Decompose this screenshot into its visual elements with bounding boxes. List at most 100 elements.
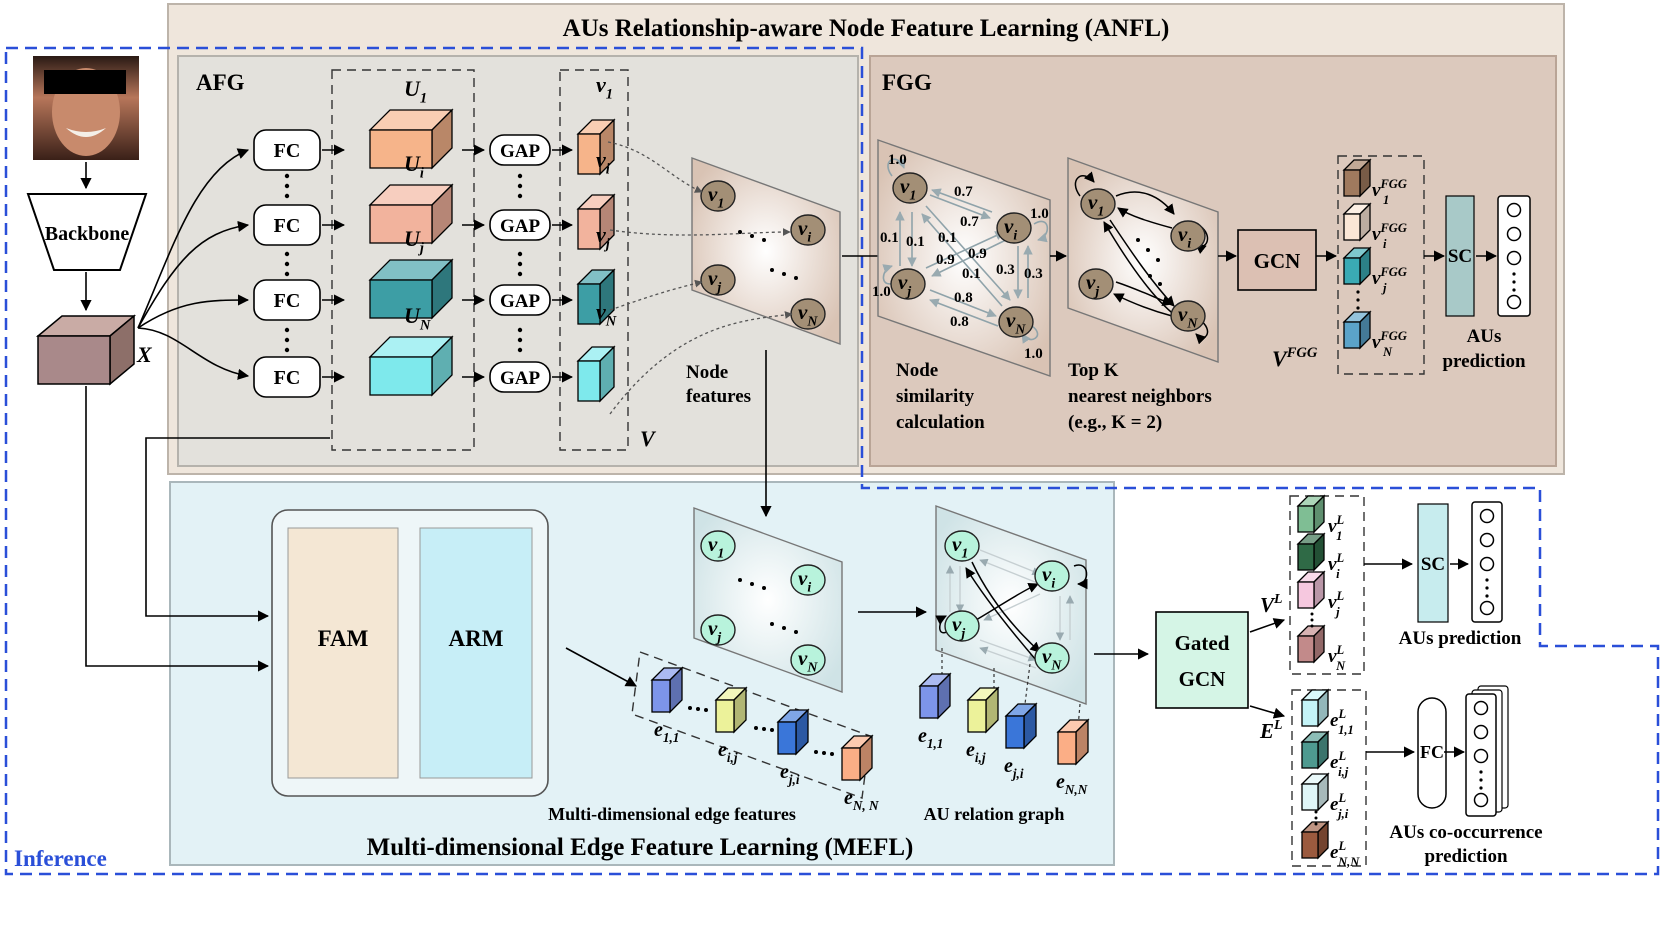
similarity-weight-13: 0.8 bbox=[954, 290, 973, 306]
gcn-label: GCN bbox=[1254, 249, 1301, 273]
arrow-gated-to-el bbox=[1249, 705, 1286, 719]
arm-label: ARM bbox=[449, 626, 504, 651]
sim-node-2-label: vj bbox=[898, 270, 911, 298]
graph-node-3: vN bbox=[1034, 642, 1070, 674]
graph-edge-cube-3 bbox=[1056, 718, 1090, 766]
graph-node-2: vj bbox=[944, 610, 980, 642]
cooccurrence-vector bbox=[1465, 685, 1509, 817]
similarity-nodes: v1 vi vj vN bbox=[890, 172, 1034, 338]
cooccurrence-circles bbox=[1473, 700, 1489, 808]
sim-node-1: vi bbox=[996, 212, 1032, 244]
au-graph-faint-edges bbox=[945, 549, 1075, 669]
gated-gcn-label-2: GCN bbox=[1179, 667, 1226, 691]
v-label-3: vN bbox=[596, 299, 617, 330]
edge-cube-3 bbox=[840, 734, 874, 782]
gcn-box bbox=[1237, 229, 1317, 291]
sim-node-3-label: vN bbox=[1006, 308, 1026, 336]
face-image bbox=[33, 56, 139, 160]
sim-node-0: v1 bbox=[892, 172, 928, 204]
prediction-circles-bottom bbox=[1479, 508, 1495, 616]
fc-small-box bbox=[1417, 697, 1447, 809]
similarity-weight-1: 0.7 bbox=[954, 184, 973, 200]
cooccurrence-caption-1: AUs co-occurrence bbox=[1389, 822, 1542, 843]
node-feature-3: vN bbox=[790, 298, 826, 330]
sc-box-top bbox=[1445, 195, 1475, 317]
edge-cube-1 bbox=[714, 686, 748, 734]
v-label-1: vi bbox=[596, 147, 610, 178]
el-group-box bbox=[1291, 689, 1367, 867]
topk-caption-3: (e.g., K = 2) bbox=[1068, 412, 1162, 433]
similarity-caption-1: Node bbox=[896, 360, 938, 381]
similarity-weight-10: 0.3 bbox=[996, 262, 1015, 278]
fc-label-2: FC bbox=[274, 290, 301, 312]
v-label-2: vj bbox=[596, 222, 611, 253]
node-feature-1: vi bbox=[790, 214, 826, 246]
fc-block-0: FC bbox=[253, 129, 321, 171]
similarity-weight-0: 1.0 bbox=[888, 152, 907, 168]
gap-block-1: GAP bbox=[489, 209, 551, 241]
el-cube-0 bbox=[1300, 688, 1330, 728]
graph-edge-label-3: eN,N bbox=[1056, 771, 1088, 797]
x-label: X bbox=[136, 342, 153, 367]
u-group-box bbox=[331, 69, 475, 451]
topk-dots bbox=[1136, 238, 1162, 286]
u-feature-2 bbox=[368, 258, 454, 320]
u-label-2: Uj bbox=[404, 226, 425, 257]
fc-label-3: FC bbox=[274, 367, 301, 389]
node-feature-0-label: v1 bbox=[708, 182, 724, 210]
anfl-title: AUs Relationship-aware Node Feature Lear… bbox=[563, 15, 1170, 42]
vfgg-cube-2 bbox=[1342, 246, 1372, 286]
topk-node-0-label: v1 bbox=[1088, 190, 1104, 218]
vfgg-cube-0 bbox=[1342, 158, 1372, 198]
v-group-box bbox=[559, 69, 629, 451]
graph-node-0-label: v1 bbox=[952, 532, 968, 560]
u-feature-3 bbox=[368, 335, 454, 397]
afg-ellipsis-dots bbox=[284, 173, 523, 353]
edge-cube-0 bbox=[650, 666, 684, 714]
node-features-dots bbox=[738, 230, 798, 280]
fam-label: FAM bbox=[318, 626, 369, 651]
x-to-fc-arrows bbox=[137, 148, 250, 380]
arm-block bbox=[419, 527, 533, 779]
node-features-caption-2: features bbox=[686, 386, 751, 407]
cooccurrence-dots bbox=[1479, 770, 1483, 790]
el-set-label: EL bbox=[1259, 717, 1282, 743]
gated-gcn-box bbox=[1155, 611, 1249, 709]
sim-node-1-label: vi bbox=[1004, 214, 1017, 242]
gated-gcn-label-1: Gated bbox=[1175, 631, 1230, 655]
backbone-block bbox=[26, 193, 148, 271]
vl-group-box bbox=[1289, 495, 1365, 675]
similarity-caption-2: similarity bbox=[896, 386, 975, 407]
node-feature-3-label: vN bbox=[798, 300, 818, 328]
mefl-node-1-label: vi bbox=[798, 566, 811, 594]
el-dots bbox=[1314, 810, 1318, 826]
multi-edge-caption: Multi-dimensional edge features bbox=[548, 804, 796, 824]
graph-node-2-label: vj bbox=[952, 612, 965, 640]
graph-edge-cube-1 bbox=[966, 686, 1000, 734]
similarity-weight-6: 0.1 bbox=[938, 230, 957, 246]
v-label-0: v1 bbox=[596, 72, 613, 103]
x-feature-cuboid bbox=[35, 314, 137, 386]
similarity-weight-7: 0.9 bbox=[936, 252, 955, 268]
topk-caption-1: Top K bbox=[1068, 360, 1119, 381]
sc-label-top: SC bbox=[1448, 246, 1472, 267]
vfgg-set-text: VFGG bbox=[1272, 345, 1318, 371]
topk-node-0: v1 bbox=[1080, 188, 1116, 220]
backbone-label: Backbone bbox=[45, 223, 130, 245]
mefl-node-1: vi bbox=[790, 564, 826, 596]
node-feature-0: v1 bbox=[700, 180, 736, 212]
vl-dots bbox=[1310, 612, 1314, 628]
sim-node-0-label: v1 bbox=[900, 174, 916, 202]
node-features-caption-1: Node bbox=[686, 362, 728, 383]
